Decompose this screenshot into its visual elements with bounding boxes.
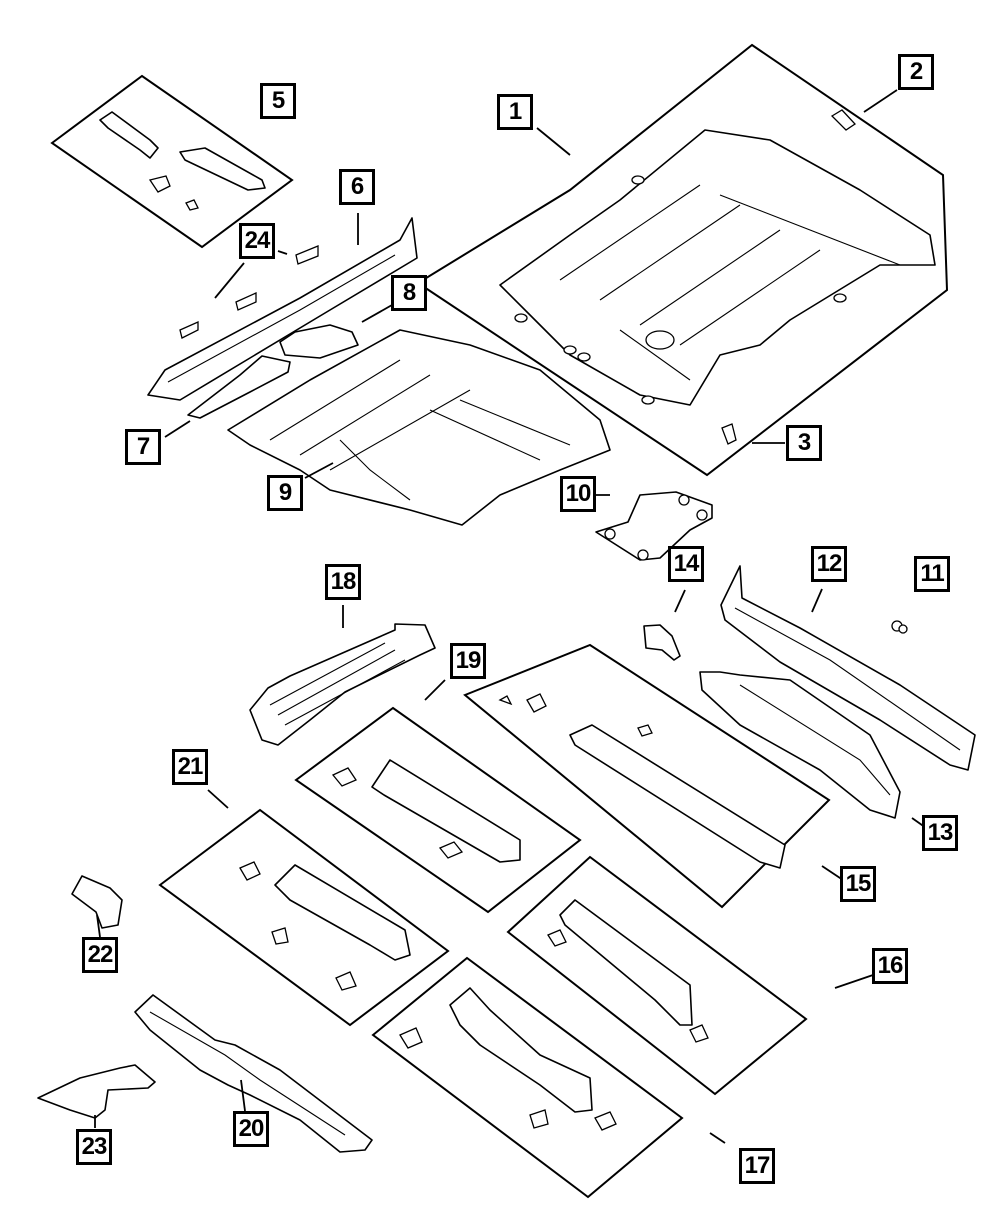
kit-17-group <box>294 706 582 914</box>
kit-20-frame <box>371 956 684 1199</box>
callout-11[interactable]: 11 <box>914 556 950 592</box>
floor-pan-hole <box>645 330 675 350</box>
rear-rail-21-part <box>134 994 373 1153</box>
plate-a <box>179 320 199 339</box>
callout-10[interactable]: 10 <box>560 476 596 512</box>
callout-17[interactable]: 19 <box>450 643 486 679</box>
rail-19-part <box>274 864 411 961</box>
kit-18-group <box>506 855 808 1096</box>
callout-2[interactable]: 2 <box>898 54 934 90</box>
kit-5-clip-part <box>185 199 199 211</box>
callout-20[interactable]: 17 <box>739 1148 775 1184</box>
kit-17-frame <box>294 706 582 914</box>
kit-5-rail-part <box>99 111 159 159</box>
callout-22[interactable]: 22 <box>82 937 118 973</box>
kit-19-frame <box>158 808 450 1027</box>
tunnel-panel-16-part <box>249 623 436 746</box>
front-floor-pan-part <box>227 329 611 526</box>
callout-15[interactable]: 15 <box>840 866 876 902</box>
kit-3-bracket-part <box>721 423 737 445</box>
kit-2-clip-part <box>830 109 856 131</box>
sill-rail-13-part <box>699 671 901 819</box>
crossmember-15-part <box>569 724 786 869</box>
kit-1-group <box>416 43 949 477</box>
callout-21[interactable]: 20 <box>233 1111 269 1147</box>
rail-17-part <box>371 759 521 863</box>
kit-20-group <box>371 956 684 1199</box>
kit-5-bracket-part <box>148 175 171 193</box>
kit-5-group <box>50 74 294 249</box>
plate-c <box>295 245 319 265</box>
kit-19-group <box>158 808 450 1027</box>
kit-1-frame <box>416 43 949 477</box>
callout-1[interactable]: 1 <box>497 94 533 130</box>
plate-b <box>235 291 257 311</box>
kit-18-frame <box>506 855 808 1096</box>
callout-3[interactable]: 3 <box>786 425 822 461</box>
callout-9[interactable]: 9 <box>267 475 303 511</box>
rail-20-part <box>449 987 593 1113</box>
sill-rail-12-part <box>720 565 976 771</box>
callout-24[interactable]: 24 <box>239 223 275 259</box>
tunnel-reinforcement-part <box>595 491 713 561</box>
bracket-8-part <box>279 324 359 359</box>
kit-5-frame <box>50 74 294 249</box>
kit-15-frame <box>463 643 831 909</box>
callout-19[interactable]: 21 <box>172 749 208 785</box>
callout-18[interactable]: 16 <box>872 948 908 984</box>
seat-crossmember-part <box>187 355 291 419</box>
rear-floor-pan-part <box>499 129 936 406</box>
bracket-14-part <box>643 624 681 661</box>
kit-5-extension-part <box>179 147 266 191</box>
rail-18-part <box>559 899 693 1026</box>
bracket-22-part <box>71 875 123 929</box>
callout-5[interactable]: 5 <box>260 83 296 119</box>
callout-16[interactable]: 18 <box>325 564 361 600</box>
extension-23-part <box>37 1064 156 1119</box>
callout-23[interactable]: 23 <box>76 1129 112 1165</box>
callout-12[interactable]: 12 <box>811 546 847 582</box>
callout-13[interactable]: 13 <box>922 815 958 851</box>
callout-7[interactable]: 7 <box>125 429 161 465</box>
callout-8[interactable]: 8 <box>391 275 427 311</box>
callout-14[interactable]: 14 <box>668 546 704 582</box>
callout-6[interactable]: 6 <box>339 169 375 205</box>
sill-reinforcement-part <box>147 217 418 401</box>
kit-15-group <box>463 643 831 909</box>
